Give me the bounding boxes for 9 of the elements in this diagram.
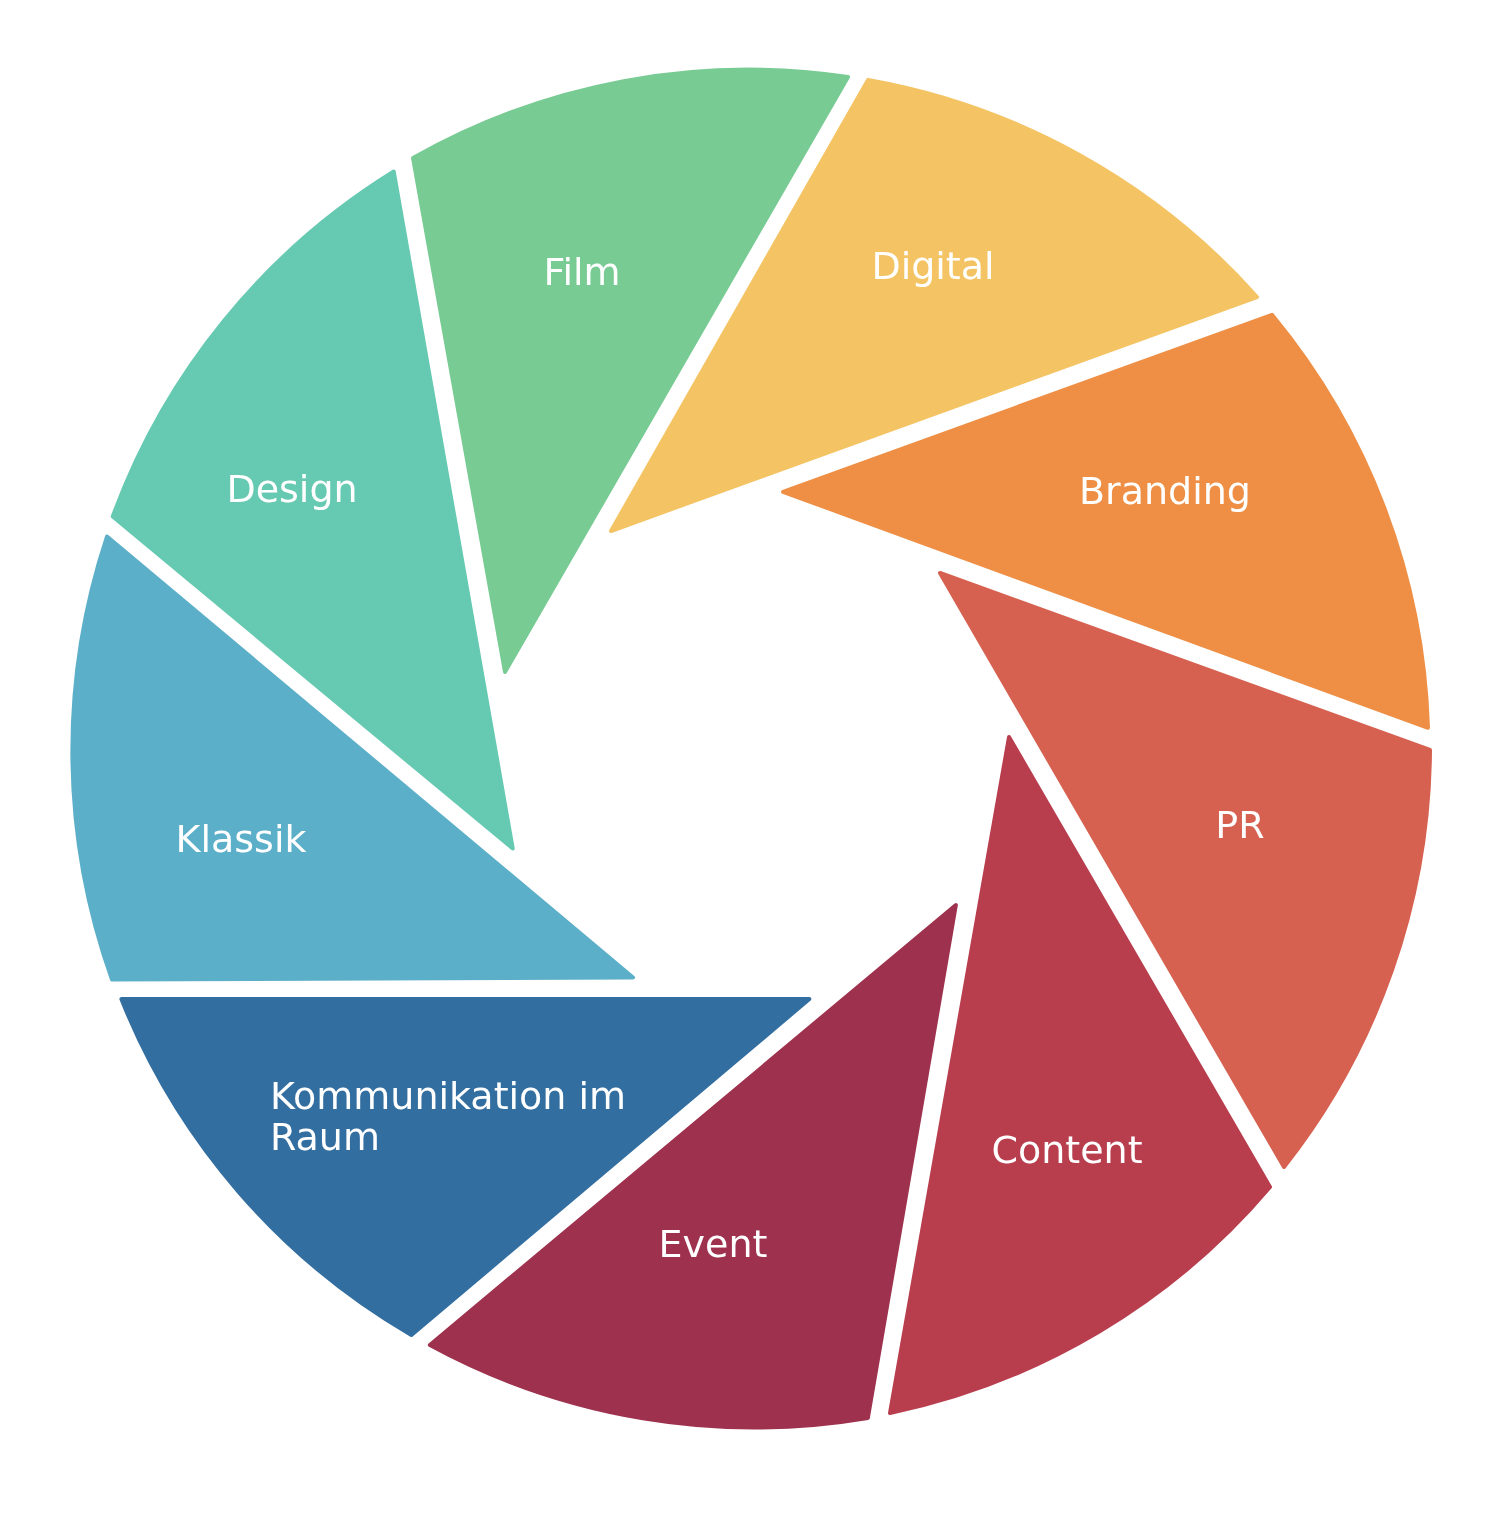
blade-label: Kommunikation im Raum	[270, 1075, 628, 1159]
blade-label: PR	[1215, 805, 1265, 847]
blade-label: Design	[226, 469, 358, 511]
blade-label: Film	[543, 252, 621, 294]
blade-label: Event	[658, 1224, 768, 1266]
blade-label: Klassik	[175, 819, 307, 861]
blade-label: Content	[991, 1130, 1143, 1172]
blade-label: Digital	[871, 246, 995, 288]
blade-label: Branding	[1079, 471, 1251, 513]
